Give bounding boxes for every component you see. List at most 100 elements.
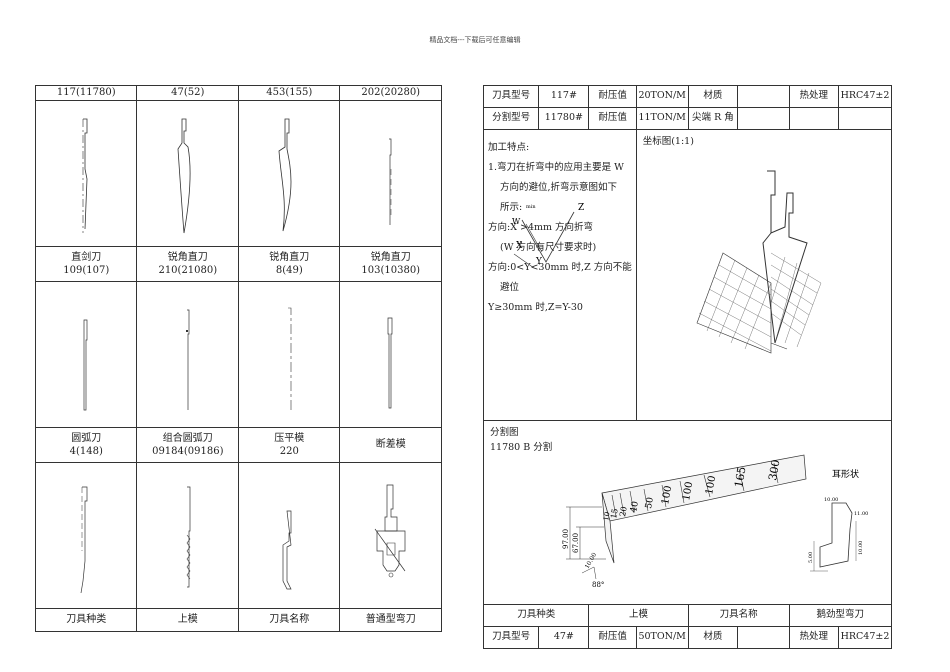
tool-drawing-cell [34, 100, 138, 247]
tool-label-cell: 断差模 [339, 427, 442, 463]
sharp-angle-punch-drawing [388, 138, 392, 225]
tool-drawing-cell [136, 100, 240, 247]
tool-name: 断差模 [375, 439, 406, 451]
process-line: (W 方向有尺寸要求时) [500, 242, 597, 253]
segment-number: 100 [660, 485, 674, 506]
sharp-angle-punch-drawing [387, 317, 393, 408]
ear-dim-label: 10.00 [858, 541, 864, 555]
footer-value: 上模 [588, 604, 689, 627]
tool-label-cell: 组合圆弧刀 09184(09186) [136, 427, 240, 463]
process-features-cell: 加工特点: 1.弯刀在折弯中的应用主要是 W 方向的避位,折弯示意图如下 所示:… [483, 129, 637, 421]
tool-code: 103(10380) [361, 265, 421, 276]
tool-label-cell: 压平模 220 [238, 427, 341, 463]
tool-drawing-cell [339, 462, 442, 609]
diagram-min-mark: min [526, 204, 536, 210]
tool-label: 117(11780) [34, 85, 138, 101]
spec-value: 11780# [538, 107, 590, 130]
tool-name: 直剑刀 [71, 251, 102, 263]
segment-title: 分割图 [490, 427, 519, 438]
ear-dim-label: 10.00 [824, 497, 838, 503]
offset-die-drawing [374, 484, 406, 577]
tool-drawing-cell [238, 281, 341, 428]
tool-label-cell: 锐角直刀 8(49) [238, 246, 341, 282]
segment-number: 300 [766, 459, 782, 482]
process-title: 加工特点: [488, 142, 530, 153]
tool-drawing-cell [136, 281, 240, 428]
ear-shape-title: 耳形状 [832, 468, 859, 480]
flattening-die-drawing [282, 510, 292, 589]
tool-code: 109(107) [63, 265, 110, 276]
tool-label: 202(20280) [339, 85, 442, 101]
segment-number: 20 [618, 506, 629, 518]
tool-code: 09184(09186) [152, 446, 224, 457]
left-tool-table: 117(11780) 47(52) 453(155) 202(20280) [34, 85, 442, 632]
spec-label: 分割型号 [482, 107, 540, 130]
tool-code: 220 [279, 446, 299, 457]
tool-drawing-cell [238, 100, 341, 247]
straight-sword-punch-drawing [82, 118, 88, 233]
spec-value: 50TON/M [635, 626, 689, 649]
ear-dim-label: 5.00 [808, 552, 814, 563]
process-line: 避位 [500, 282, 520, 293]
segment-diagram-cell: 分割图 11780 B 分割 300 165 100 100 100 50 40… [483, 420, 892, 605]
page-header: 精品文档---下载后可任意编辑 [429, 36, 521, 44]
spec-value: 11TON/M [635, 107, 689, 130]
right-spec-table: 刀具型号 117# 耐压值 20TON/M 材质 热处理 HRC47±2 分割型… [482, 85, 893, 649]
tool-drawing-cell [136, 462, 240, 609]
spec-label: 材质 [687, 626, 739, 649]
spec-label: 热处理 [788, 626, 840, 649]
dimension-label: 10.00 [584, 551, 599, 570]
tool-name: 锐角直刀 [167, 251, 208, 263]
tool-label: 453(155) [238, 85, 341, 101]
spec-value [737, 85, 790, 108]
coord-title: 坐标图(1:1) [642, 136, 694, 147]
segment-punch-drawing: 300 165 100 100 100 50 40 20 15 10 97.00… [562, 454, 868, 589]
tool-name: 圆弧刀 [71, 432, 102, 444]
footer-value: 鹅劲型弯刀 [788, 604, 893, 627]
footer-cell: 普通型弯刀 [339, 608, 442, 632]
segment-number: 10 [602, 511, 611, 521]
footer-cell: 刀具种类 [34, 608, 138, 632]
tool-name: 锐角直刀 [269, 251, 310, 263]
process-line: Y≥30mm 时,Z=Y-30 [488, 302, 583, 313]
angle-label: 88° [592, 581, 604, 589]
segment-number: 165 [732, 466, 748, 489]
footer-label: 刀具种类 [482, 604, 590, 627]
combined-radius-punch-drawing [186, 486, 191, 587]
segment-number: 100 [704, 475, 718, 496]
flattening-die-drawing [288, 307, 292, 410]
tool-drawing-cell [339, 100, 442, 247]
tool-drawing-cell [34, 281, 138, 428]
sharp-angle-punch-drawing [177, 118, 191, 233]
spec-label: 材质 [687, 85, 739, 108]
segment-number: 15 [609, 508, 620, 520]
spec-label: 耐压值 [588, 626, 637, 649]
radius-punch-drawing [80, 486, 88, 593]
diagram-letter-x: X [516, 241, 523, 251]
segment-number: 40 [629, 500, 641, 513]
tool-name: 压平模 [274, 432, 305, 444]
spec-label: 耐压值 [588, 107, 637, 130]
segment-subtitle: 11780 B 分割 [490, 441, 553, 453]
spec-label: 热处理 [788, 85, 840, 108]
diagram-letter-z: Z [578, 203, 584, 213]
bending-diagram: Z W min X Y [512, 203, 584, 269]
dimension-label: 97.00 [562, 529, 570, 549]
spec-label: 刀具型号 [482, 85, 540, 108]
spec-value: 47# [538, 626, 590, 649]
coordinate-chart-cell: 坐标图(1:1) [635, 129, 893, 421]
tool-code: 210(21080) [158, 265, 218, 276]
process-line: 所示: [500, 202, 523, 213]
spec-value: HRC47±2 [838, 626, 892, 649]
footer-label: 刀具名称 [687, 604, 790, 627]
segment-number: 100 [681, 481, 695, 502]
tool-drawing-cell [238, 462, 341, 609]
tool-label: 47(52) [136, 85, 240, 101]
combined-radius-punch-drawing [185, 309, 190, 410]
tool-code: 4(148) [69, 446, 103, 457]
process-line: 1.弯刀在折弯中的应用主要是 W [488, 162, 624, 173]
tool-code: 8(49) [275, 265, 303, 276]
spec-value: 20TON/M [635, 85, 689, 108]
spec-value: HRC47±2 [838, 85, 892, 108]
tool-name: 锐角直刀 [370, 251, 411, 263]
